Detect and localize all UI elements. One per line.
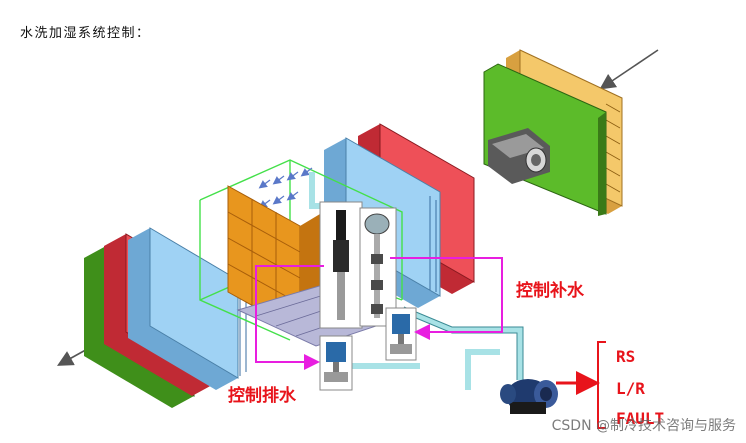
inlet-air-arrow — [599, 49, 659, 90]
page-title: 水洗加湿系统控制： — [20, 26, 151, 41]
float-level-switch — [359, 207, 397, 327]
drain-control-line — [255, 265, 324, 370]
fan-unit — [488, 128, 550, 184]
drain-water-valve — [319, 335, 353, 391]
level-probe-sensor — [319, 201, 363, 329]
outlet-blue-filter — [128, 227, 247, 390]
makeup-control-line — [390, 257, 503, 340]
status-rs: RS — [616, 347, 635, 366]
circulation-pump — [500, 379, 558, 414]
makeup-water-label: 控制补水 — [516, 280, 585, 301]
drain-water-label: 控制排水 — [228, 385, 297, 406]
status-bracket — [597, 341, 606, 429]
watermark: CSDN @制冷技术咨询与服务 — [551, 418, 736, 434]
water-spray-arrows — [258, 167, 313, 209]
status-local-remote: L/R — [616, 379, 645, 398]
makeup-water-valve — [385, 307, 417, 361]
status-fault: FAULT — [616, 409, 664, 428]
